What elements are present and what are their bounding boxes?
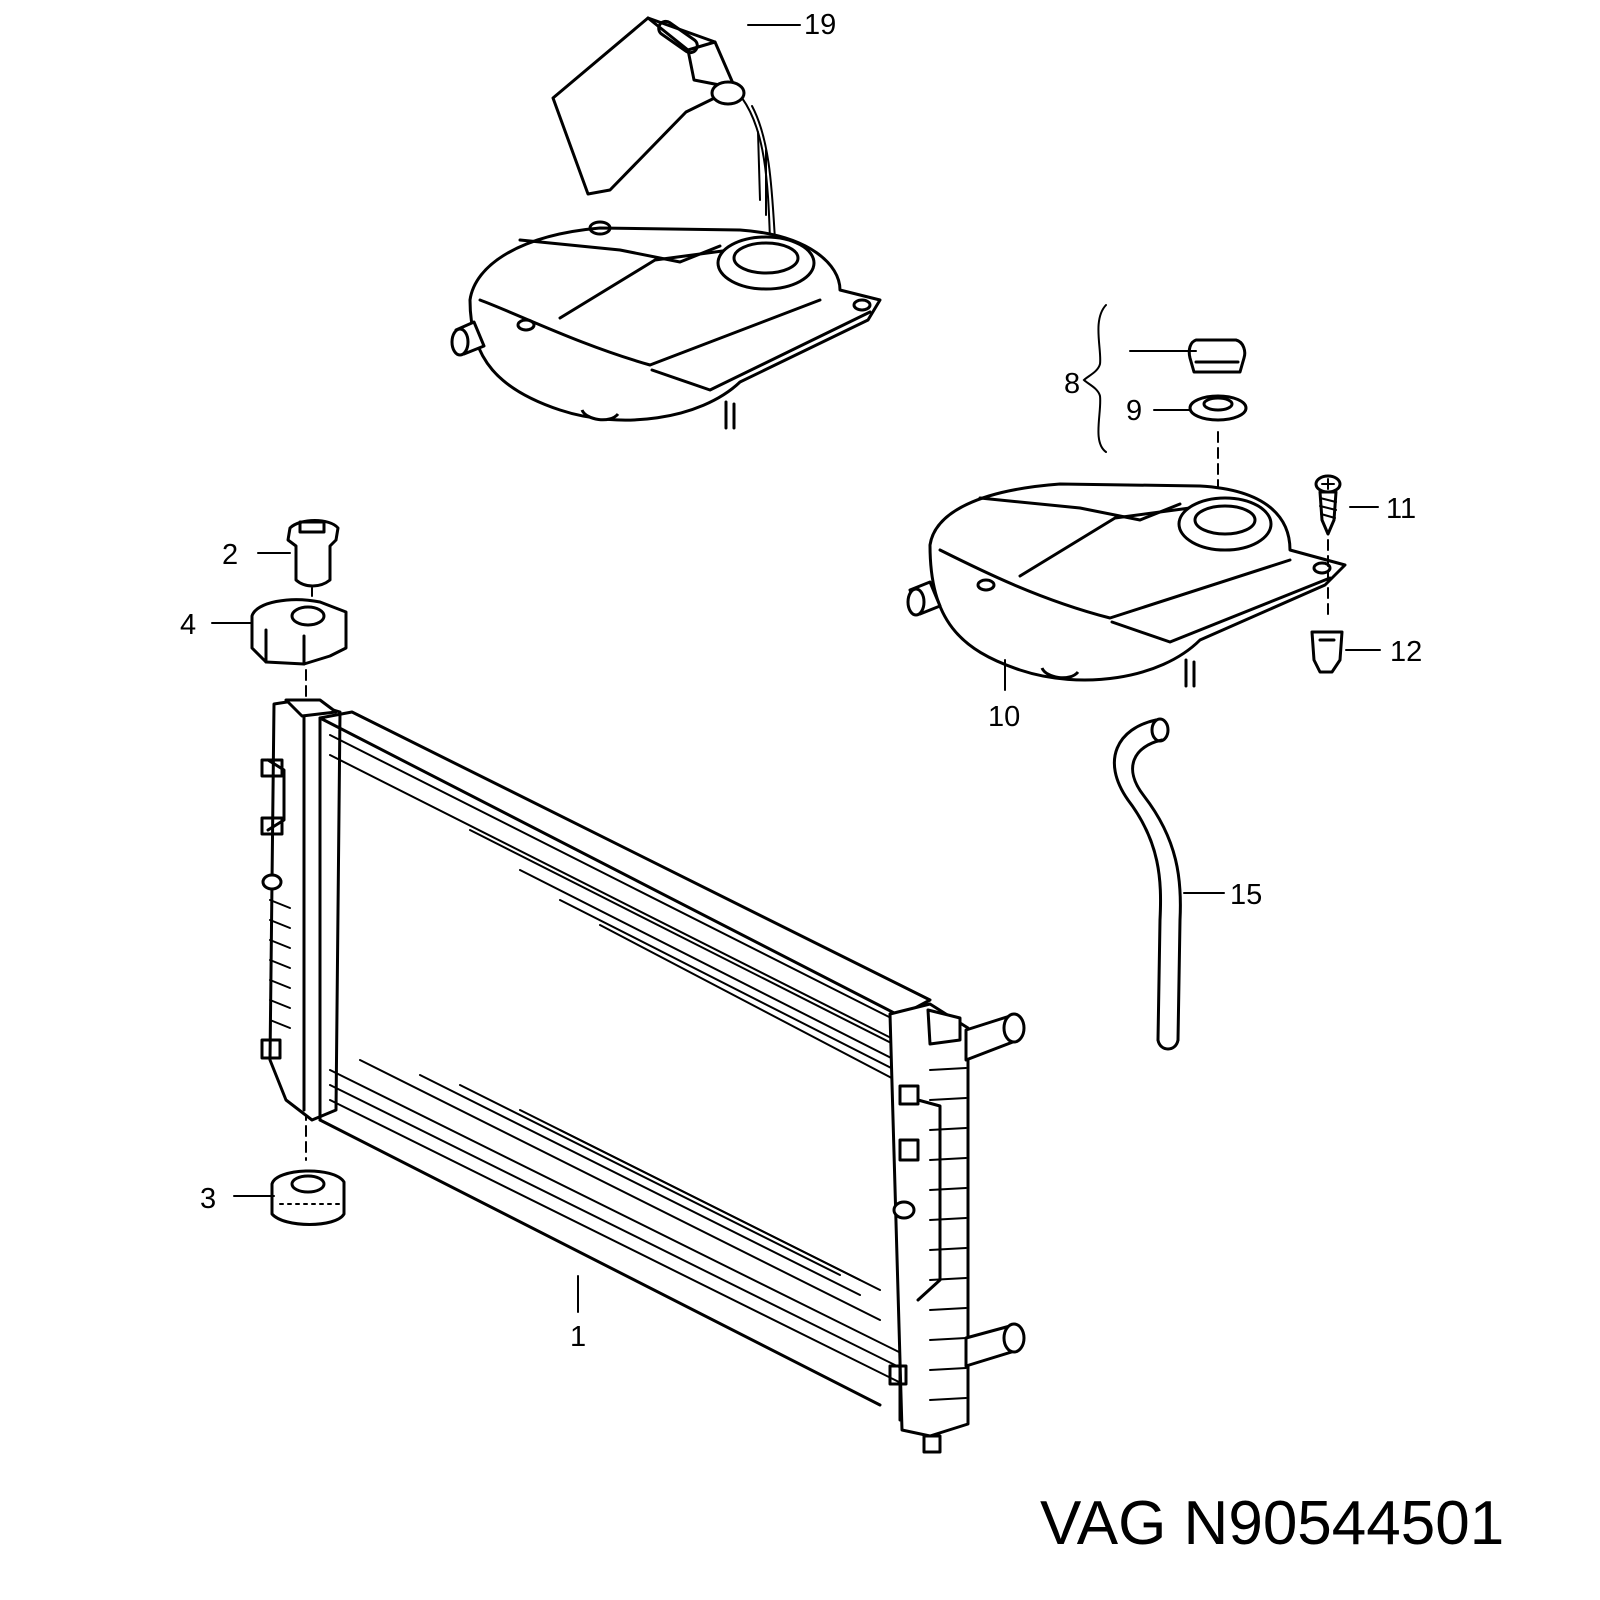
screw-and-clip-drawing bbox=[1310, 474, 1344, 674]
callout-10: 10 bbox=[988, 701, 1020, 733]
callout-1: 1 bbox=[570, 1321, 586, 1353]
callout-11: 11 bbox=[1386, 493, 1416, 525]
callout-8: 8 bbox=[1064, 368, 1080, 400]
callout-15: 15 bbox=[1230, 879, 1262, 911]
cap-and-seal-drawing bbox=[1082, 304, 1248, 509]
callout-2: 2 bbox=[222, 539, 238, 571]
mount-parts-drawing bbox=[250, 519, 348, 1226]
part-number-caption: VAG N90544501 bbox=[1040, 1489, 1505, 1558]
expansion-tank-upper-drawing bbox=[450, 220, 882, 430]
leader-lines bbox=[211, 24, 1381, 1313]
callout-3: 3 bbox=[200, 1183, 216, 1215]
expansion-tank-lower-drawing bbox=[906, 482, 1347, 688]
callout-19: 19 bbox=[804, 9, 836, 41]
callout-4: 4 bbox=[180, 609, 196, 641]
callout-9: 9 bbox=[1126, 395, 1142, 427]
callout-12: 12 bbox=[1390, 636, 1422, 668]
hose-drawing bbox=[1112, 717, 1182, 1051]
radiator-drawing bbox=[260, 698, 1026, 1454]
coolant-bottle-drawing bbox=[551, 16, 776, 241]
